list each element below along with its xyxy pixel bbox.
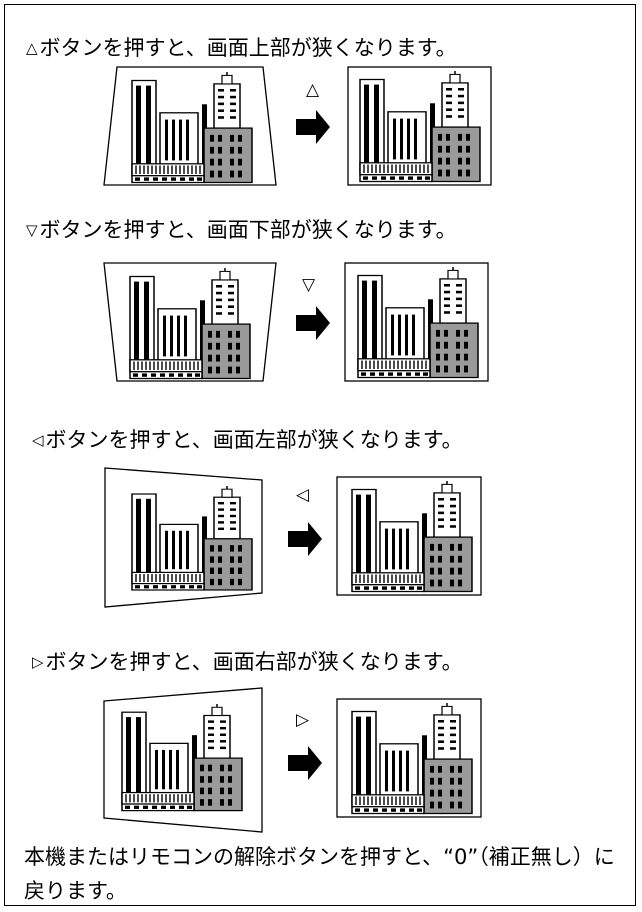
- keystone-arrow-icon: ◁: [288, 485, 322, 556]
- triangle-down-icon: ▽: [26, 221, 38, 239]
- keystone-after-bottom: [344, 262, 489, 382]
- svg-text:▷: ▷: [296, 710, 310, 730]
- instruction-text: ボタンを押すと、画面上部が狭くなります。: [39, 36, 457, 60]
- keystone-after-top: [347, 66, 492, 186]
- keystone-arrow-icon: ▽: [296, 275, 330, 340]
- instruction-text: ボタンを押すと、画面右部が狭くなります。: [45, 650, 463, 674]
- instruction-top: △ボタンを押すと、画面上部が狭くなります。: [26, 36, 457, 60]
- triangle-left-icon: ◁: [32, 431, 44, 449]
- keystone-after-left: [336, 476, 482, 596]
- page-frame: [4, 4, 636, 906]
- keystone-before-right: [103, 687, 263, 833]
- keystone-after-right: [336, 698, 482, 818]
- keystone-arrow-icon: ▷: [288, 710, 322, 780]
- keystone-before-left: [104, 467, 263, 608]
- triangle-right-icon: ▷: [32, 653, 44, 671]
- triangle-up-icon: △: [26, 39, 38, 57]
- keystone-arrow-icon: △: [296, 80, 330, 144]
- instruction-left: ◁ボタンを押すと、画面左部が狭くなります。: [32, 428, 463, 452]
- svg-text:▽: ▽: [302, 275, 316, 295]
- svg-text:△: △: [306, 80, 320, 100]
- keystone-before-top: [103, 66, 277, 186]
- instruction-text: ボタンを押すと、画面下部が狭くなります。: [39, 218, 457, 242]
- reset-note: 本機またはリモコンの解除ボタンを押すと、“0”（補正無し）に戻ります。: [24, 845, 615, 903]
- svg-text:◁: ◁: [296, 485, 310, 505]
- instruction-text: ボタンを押すと、画面左部が狭くなります。: [45, 428, 463, 452]
- keystone-before-bottom: [103, 262, 277, 382]
- instruction-bottom: ▽ボタンを押すと、画面下部が狭くなります。: [26, 218, 457, 242]
- instruction-right: ▷ボタンを押すと、画面右部が狭くなります。: [32, 650, 463, 674]
